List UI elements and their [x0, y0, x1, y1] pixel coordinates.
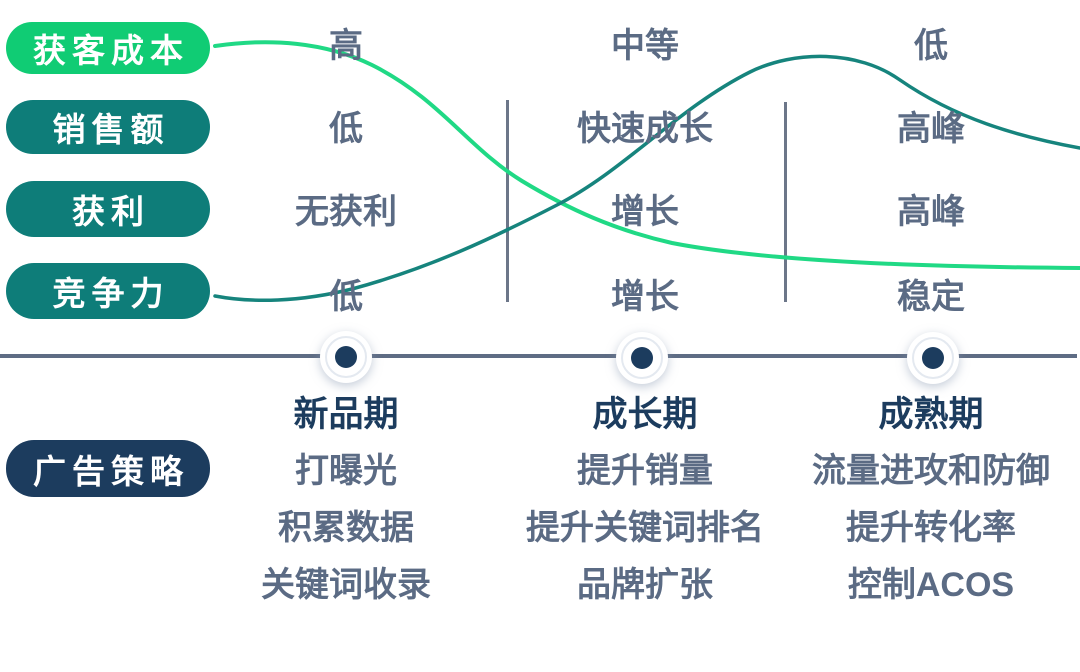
- strategy-item: 品牌扩张: [577, 566, 713, 604]
- teal-curve: [213, 54, 1080, 303]
- cell-competition-stage3: 稳定: [897, 278, 965, 316]
- timeline-dot-ring: [621, 337, 663, 379]
- strategy-item: 控制ACOS: [847, 566, 1015, 604]
- pill-profit: 获利: [6, 181, 210, 237]
- cell-sales-stage1: 低: [329, 110, 363, 148]
- cell-competition-stage2: 增长: [611, 278, 679, 316]
- stage-divider-2: [784, 102, 787, 302]
- cell-sales-stage2: 快速成长: [577, 110, 713, 148]
- cell-cost-stage2: 中等: [611, 27, 679, 65]
- pill-acquisition-cost: 获客成本: [6, 22, 210, 74]
- cell-sales-stage3: 高峰: [897, 110, 965, 148]
- timeline-dot-ring: [912, 337, 954, 379]
- timeline-dot-2: [616, 332, 668, 384]
- timeline-dot-3: [907, 332, 959, 384]
- strategy-item: 流量进攻和防御: [812, 452, 1050, 490]
- timeline-axis: [0, 354, 1077, 358]
- pill-competitiveness: 竞争力: [6, 263, 210, 319]
- timeline-dot-core: [922, 347, 944, 369]
- cell-cost-stage3: 低: [914, 27, 948, 65]
- strategy-item: 提升转化率: [846, 509, 1016, 547]
- cell-profit-stage1: 无获利: [295, 193, 397, 231]
- strategy-item: 积累数据: [278, 509, 414, 547]
- timeline-dot-ring: [325, 336, 367, 378]
- cell-competition-stage1: 低: [329, 278, 363, 316]
- pill-sales: 销售额: [6, 100, 210, 154]
- timeline-dot-core: [335, 346, 357, 368]
- cell-profit-stage2: 增长: [611, 193, 679, 231]
- strategy-item: 打曝光: [295, 452, 397, 490]
- strategy-item: 提升关键词排名: [526, 509, 764, 547]
- timeline-dot-core: [631, 347, 653, 369]
- pill-ad-strategy: 广告策略: [6, 440, 210, 497]
- green-curve: [213, 40, 1080, 270]
- cell-cost-stage1: 高: [329, 27, 363, 65]
- timeline-dot-1: [320, 331, 372, 383]
- strategy-item: 提升销量: [577, 452, 713, 490]
- strategy-item: 关键词收录: [261, 566, 431, 604]
- stage-title-maturity: 成熟期: [878, 395, 984, 434]
- stage-divider-1: [506, 100, 509, 302]
- stage-title-growth: 成长期: [592, 395, 698, 434]
- stage-title-new-product: 新品期: [293, 395, 399, 434]
- cell-profit-stage3: 高峰: [897, 193, 965, 231]
